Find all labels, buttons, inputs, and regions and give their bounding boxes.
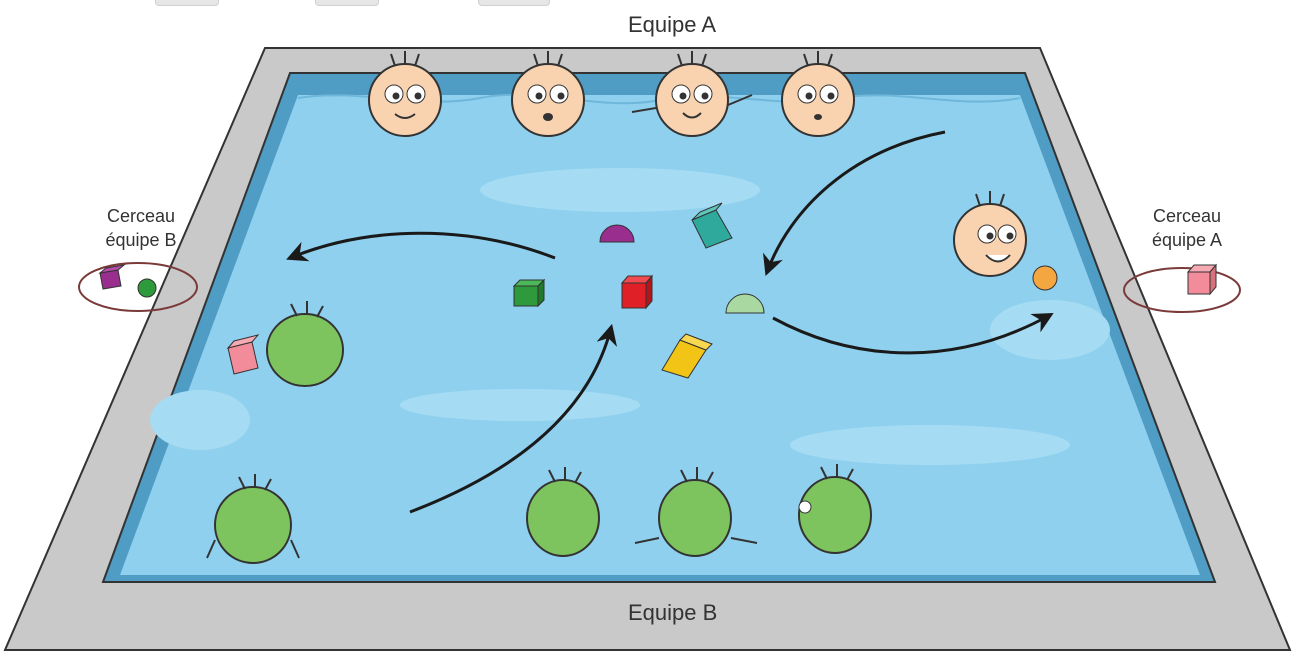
purple-half-sphere (599, 224, 635, 243)
purple-cube-in-hoop-b (98, 264, 126, 290)
team-a-player-with-ball (953, 191, 1058, 291)
teal-cube (691, 202, 733, 249)
hoop-team-b (78, 262, 198, 312)
team-a-player (631, 51, 753, 137)
water-highlight (990, 300, 1110, 360)
arrow-down-center (763, 130, 946, 276)
hoop-team-b-label-line2: équipe B (105, 230, 177, 250)
team-b-player (634, 467, 758, 557)
team-b-player (798, 464, 872, 554)
water-highlight (790, 425, 1070, 465)
light-green-half-sphere (725, 293, 765, 314)
green-cube (512, 278, 546, 308)
hoop-team-b-label: Cerceau équipe B (86, 204, 196, 252)
team-a-label: Equipe A (628, 12, 717, 37)
team-a-player (368, 51, 442, 137)
team-b-player-with-cube (226, 301, 344, 387)
team-a-player (511, 51, 585, 137)
orange-ball-carried-by-team-a (1032, 265, 1058, 291)
hoop-team-a-label: Cerceau équipe A (1132, 204, 1242, 252)
red-cube (620, 274, 654, 310)
team-b-player (206, 474, 300, 564)
water-highlight (480, 168, 760, 212)
pink-cube-carried-by-team-b (226, 334, 260, 375)
pink-cube-in-hoop-a (1186, 263, 1218, 296)
team-b-label: Equipe B (628, 600, 718, 625)
arrow-up-center (409, 323, 617, 514)
team-a-player (781, 51, 855, 137)
hoop-team-a-label-line1: Cerceau (1152, 206, 1222, 226)
top-tab-2 (315, 0, 379, 6)
top-tab-3 (478, 0, 550, 6)
team-b-player (526, 467, 600, 557)
yellow-cube (661, 333, 713, 379)
arrow-right (772, 312, 1054, 355)
hoop-team-a (1123, 267, 1241, 313)
arrow-left (286, 231, 556, 262)
top-tab-1 (155, 0, 219, 6)
hoop-team-a-label-line2: équipe A (1151, 230, 1223, 250)
hoop-team-b-label-line1: Cerceau (106, 206, 176, 226)
water-highlight (150, 390, 250, 450)
water-highlight (400, 389, 640, 421)
green-ball-in-hoop-b (137, 278, 157, 298)
